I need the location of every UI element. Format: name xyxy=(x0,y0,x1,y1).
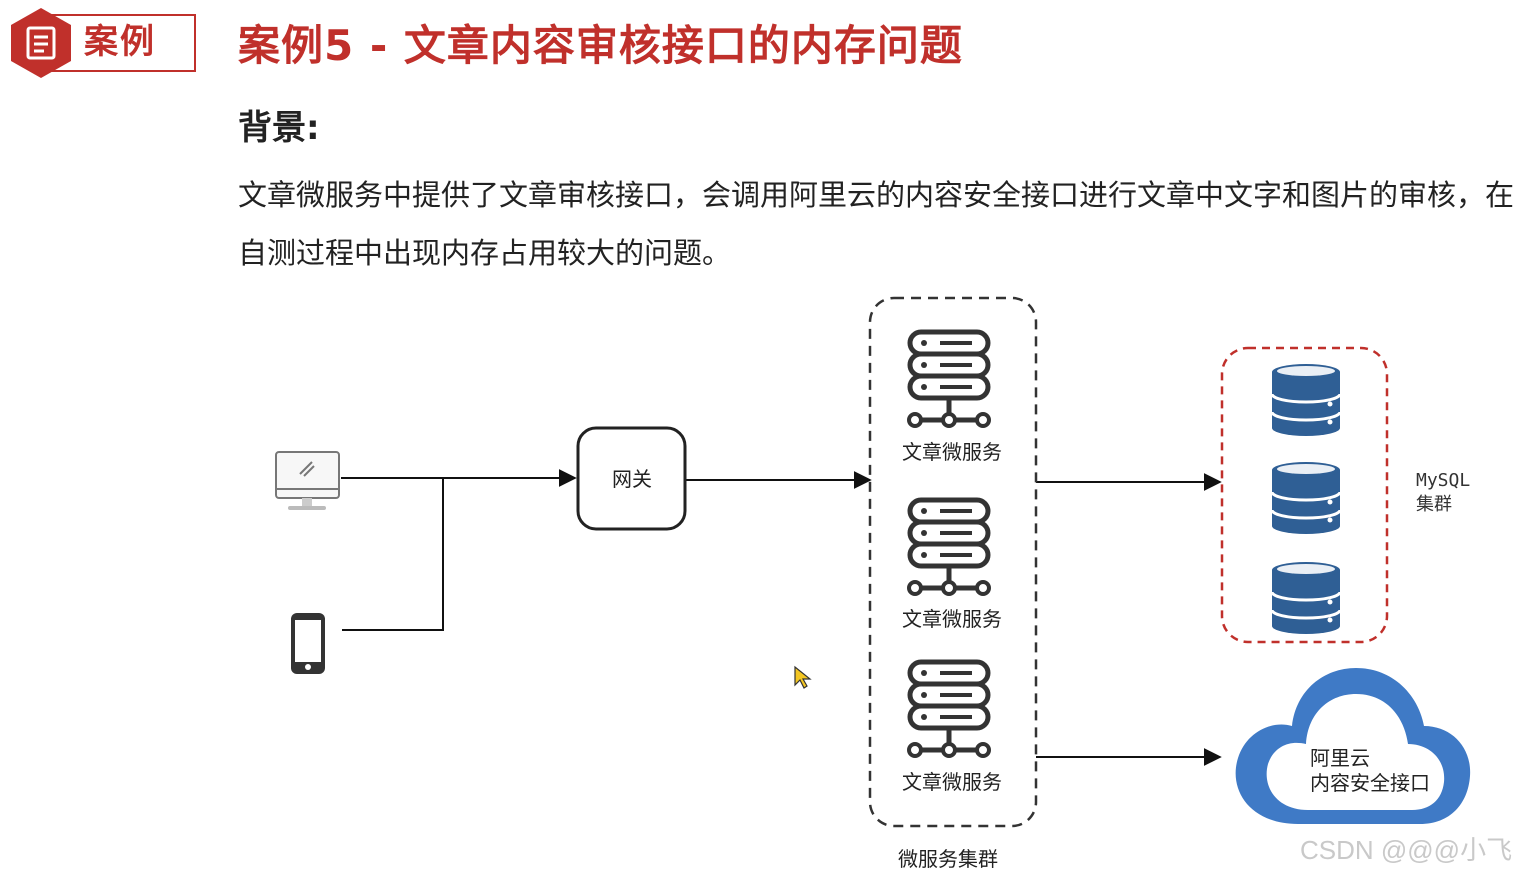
gateway-box xyxy=(576,426,687,531)
watermark: CSDN @@@小飞 xyxy=(1300,835,1513,865)
cloud-label: 阿里云 xyxy=(1310,746,1370,770)
mysql-cluster-box xyxy=(1220,346,1389,644)
server-icon xyxy=(909,500,989,594)
service-label: 文章微服务 xyxy=(902,440,1002,464)
server-icon xyxy=(909,332,989,426)
background-text: 文章微服务中提供了文章审核接口，会调用阿里云的内容安全接口进行文章中文字和图片的… xyxy=(238,178,1515,270)
server-icon xyxy=(909,662,989,756)
cursor-icon xyxy=(794,665,812,689)
cloud-icon xyxy=(1235,668,1471,824)
service-label: 文章微服务 xyxy=(902,770,1002,794)
mysql-label: MySQL xyxy=(1416,470,1470,491)
cloud-service-label: 内容安全接口 xyxy=(1310,771,1430,795)
mysql-cluster-label: 集群 xyxy=(1416,494,1452,515)
desktop-icon xyxy=(275,451,340,510)
service-label: 文章微服务 xyxy=(902,607,1002,631)
gateway-label: 网关 xyxy=(612,467,652,491)
document-icon xyxy=(11,8,71,78)
cluster-label: 微服务集群 xyxy=(898,847,998,871)
badge-label: 案例 xyxy=(84,22,156,62)
phone-icon xyxy=(291,613,325,674)
section-badge: 案例 xyxy=(8,6,200,78)
background-heading: 背景: xyxy=(238,108,320,148)
microservice-cluster-box xyxy=(868,296,1038,828)
database-icon xyxy=(1270,362,1342,438)
database-icon xyxy=(1270,460,1342,536)
page-title: 案例5 - 文章内容审核接口的内存问题 xyxy=(238,21,963,70)
client-connectors xyxy=(341,469,1222,766)
database-icon xyxy=(1270,560,1342,636)
